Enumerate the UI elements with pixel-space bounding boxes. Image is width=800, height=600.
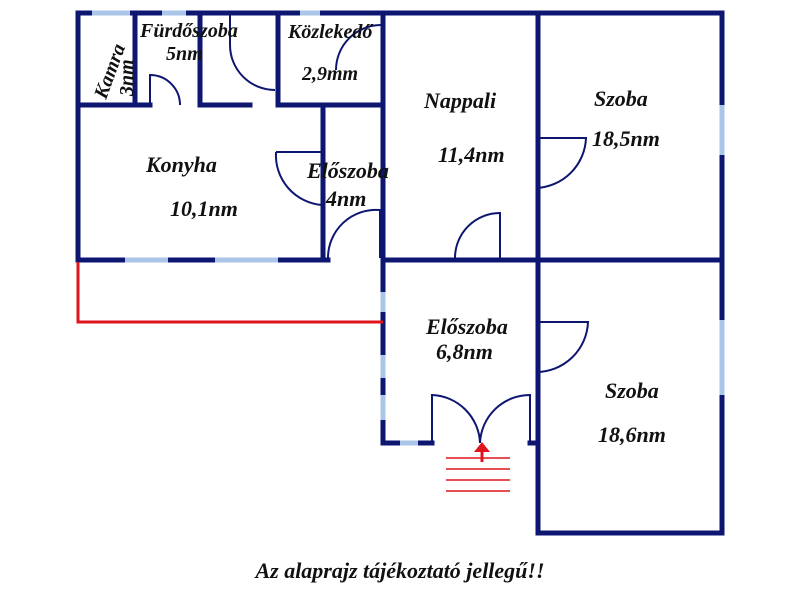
- room-area-eloszoba2: 6,8nm: [436, 339, 493, 364]
- disclaimer-note: Az alaprajz tájékoztató jellegű!!: [255, 558, 545, 583]
- room-area-kozlekedo: 2,9mm: [301, 63, 358, 85]
- room-name-eloszoba2: Előszoba: [425, 314, 508, 339]
- door-konyha: [274, 151, 323, 207]
- entrance-steps: [446, 457, 510, 492]
- door-kamra: [149, 73, 181, 106]
- room-name-eloszoba1: Előszoba: [306, 158, 389, 183]
- door-kozlekedo: [335, 24, 382, 71]
- door-entrance: [431, 393, 531, 444]
- door-szoba1: [535, 137, 588, 189]
- room-name-furdoszoba: Fürdőszoba: [139, 20, 238, 42]
- room-name-konyha: Konyha: [145, 152, 217, 177]
- entrance-arrow-icon: [474, 442, 490, 462]
- room-area-szoba1: 18,5nm: [592, 126, 660, 151]
- windows: [92, 10, 725, 446]
- room-area-nappali: 11,4nm: [438, 142, 505, 167]
- room-area-konyha: 10,1nm: [170, 196, 238, 221]
- room-area-kamra: 3nm: [116, 59, 138, 97]
- room-area-furdoszoba: 5nm: [166, 43, 203, 65]
- room-name-szoba1: Szoba: [594, 86, 648, 111]
- door-eloszoba1: [326, 208, 381, 259]
- doors: [149, 15, 590, 444]
- door-nappali: [454, 211, 501, 259]
- room-area-szoba2: 18,6nm: [598, 422, 666, 447]
- fence-line: [76, 262, 383, 324]
- room-name-szoba2: Szoba: [605, 378, 659, 403]
- room-area-eloszoba1: 4nm: [325, 186, 366, 211]
- door-szoba2: [535, 321, 590, 373]
- room-name-kozlekedo: Közlekedő: [287, 21, 374, 43]
- door-furdoszoba: [229, 15, 276, 91]
- room-name-nappali: Nappali: [423, 88, 497, 113]
